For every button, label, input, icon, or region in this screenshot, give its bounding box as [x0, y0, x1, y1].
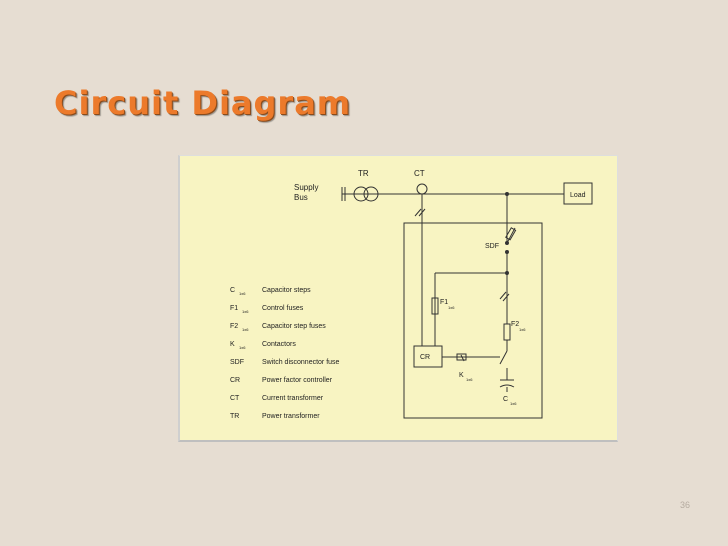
- legend-description: Control fuses: [262, 305, 304, 312]
- legend-description: Power transformer: [262, 413, 320, 420]
- capacitor-bank-enclosure: [403, 222, 543, 419]
- junction-dot: [505, 241, 509, 245]
- legend-symbol: CT: [230, 395, 240, 402]
- legend-description: Contactors: [262, 341, 296, 348]
- slide-title: Circuit Diagram: [54, 84, 352, 122]
- junction-dot: [505, 192, 509, 196]
- transformer-coil-primary: [353, 186, 369, 202]
- f2-subscript: 1x6: [519, 327, 526, 332]
- legend-subscript: 1x6: [239, 291, 246, 296]
- bus-label: Bus: [294, 193, 308, 202]
- ct-label: CT: [414, 169, 425, 178]
- tr-label: TR: [358, 169, 369, 178]
- legend-symbol: C: [230, 287, 235, 294]
- legend-description: Current transformer: [262, 395, 324, 402]
- wire-slash: [418, 208, 426, 217]
- wire-slash: [414, 208, 422, 217]
- f2-label: F2: [511, 321, 519, 328]
- contactor-blade: [499, 350, 508, 365]
- legend-symbol: TR: [230, 413, 239, 420]
- page-number: 36: [679, 500, 690, 510]
- circuit-diagram: TR CT Supply Bus Load SDF F1 1x6 F2 1x6 …: [178, 155, 618, 442]
- c-label: C: [503, 396, 508, 403]
- f1-label: F1: [440, 299, 448, 306]
- cr-label: CR: [420, 354, 430, 361]
- wire-slash: [499, 291, 507, 300]
- f1-fuse: [431, 297, 439, 315]
- load-box: [563, 182, 593, 205]
- transformer-coil-secondary: [363, 186, 379, 202]
- legend-subscript: 1x6: [242, 327, 249, 332]
- legend-subscript: 1x6: [239, 345, 246, 350]
- legend-description: Switch disconnector fuse: [262, 359, 340, 366]
- wire-slash: [502, 293, 510, 302]
- current-transformer-symbol: [416, 183, 428, 195]
- f2-fuse: [503, 323, 511, 341]
- junction-dot: [505, 250, 509, 254]
- circuit-diagram-svg: TR CT Supply Bus Load SDF F1 1x6 F2 1x6 …: [230, 169, 593, 420]
- sdf-fuse: [505, 227, 517, 241]
- legend-symbol: K: [230, 341, 235, 348]
- c-subscript: 1x6: [510, 401, 517, 406]
- junction-dot: [505, 271, 509, 275]
- legend-description: Capacitor steps: [262, 287, 311, 294]
- legend-subscript: 1x6: [242, 309, 249, 314]
- load-label: Load: [570, 192, 586, 199]
- capacitor-plate: [499, 384, 515, 388]
- legend-symbol: SDF: [230, 359, 244, 366]
- sdf-label: SDF: [485, 243, 499, 250]
- contactor-coil: [456, 353, 467, 361]
- sdf-switch-blade: [506, 227, 516, 244]
- legend-symbol: F2: [230, 323, 238, 330]
- legend-description: Power factor controller: [262, 377, 333, 384]
- supply-label: Supply: [294, 183, 318, 192]
- f1-subscript: 1x6: [448, 305, 455, 310]
- contactor-coil-mark: [460, 354, 465, 362]
- legend-description: Capacitor step fuses: [262, 323, 326, 330]
- legend-symbol: CR: [230, 377, 240, 384]
- legend-symbol: F1: [230, 305, 238, 312]
- k-label: K: [459, 372, 464, 379]
- k-subscript: 1x6: [466, 377, 473, 382]
